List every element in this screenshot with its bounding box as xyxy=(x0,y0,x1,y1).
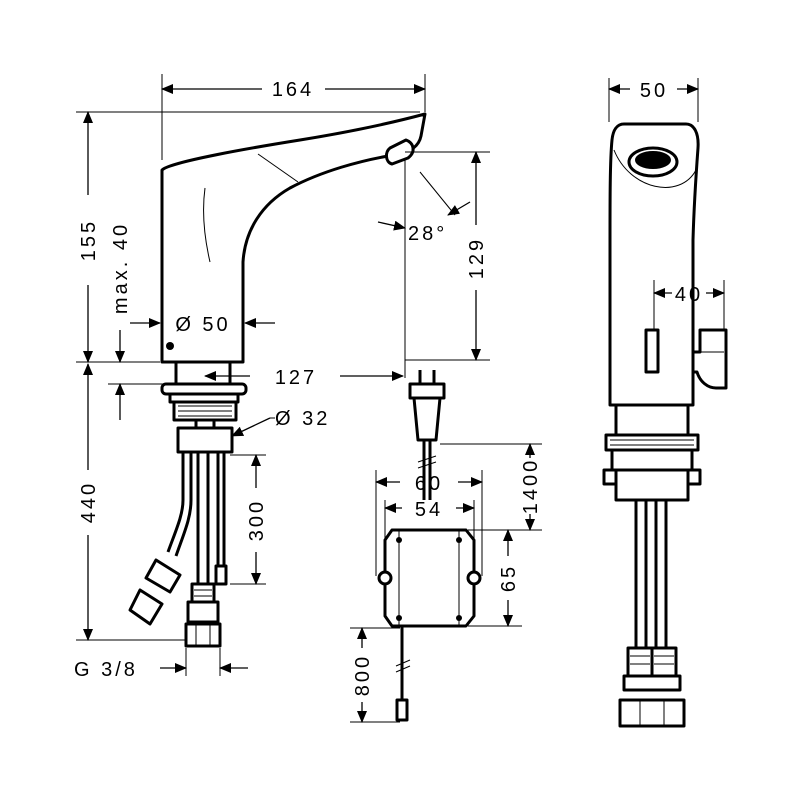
dim-300-label: 300 xyxy=(246,499,268,541)
dim-side50-label: 50 xyxy=(640,80,668,102)
dim-155-label: 155 xyxy=(78,219,100,261)
dim-65-label: 65 xyxy=(498,564,520,592)
power-supply-box xyxy=(377,370,482,722)
dim-800-label: 800 xyxy=(352,654,374,696)
dim-54-label: 54 xyxy=(415,499,443,521)
front-view-dimensions: 164 155 max. 40 Ø 50 127 Ø 32 28° xyxy=(74,74,490,681)
dim-164-label: 164 xyxy=(272,79,314,101)
dim-dia50-label: Ø 50 xyxy=(175,314,230,336)
dim-angle28-label: 28° xyxy=(408,223,447,245)
box-dimensions: 60 54 65 1400 800 xyxy=(350,443,542,723)
dim-127-label: 127 xyxy=(275,367,317,389)
dim-1400-label: 1400 xyxy=(520,458,542,515)
dim-dia32-label: Ø 32 xyxy=(275,408,330,430)
dim-max40-label: max. 40 xyxy=(110,222,132,314)
dim-side40-label: 40 xyxy=(675,284,703,306)
side-view-dimensions: 50 40 xyxy=(608,78,725,330)
dim-129-label: 129 xyxy=(466,237,488,279)
dim-440-label: 440 xyxy=(78,481,100,523)
dim-thread-label: G 3/8 xyxy=(74,659,138,681)
faucet-side-view xyxy=(602,122,728,728)
faucet-front-view xyxy=(128,112,427,648)
dim-60-label: 60 xyxy=(415,473,443,495)
